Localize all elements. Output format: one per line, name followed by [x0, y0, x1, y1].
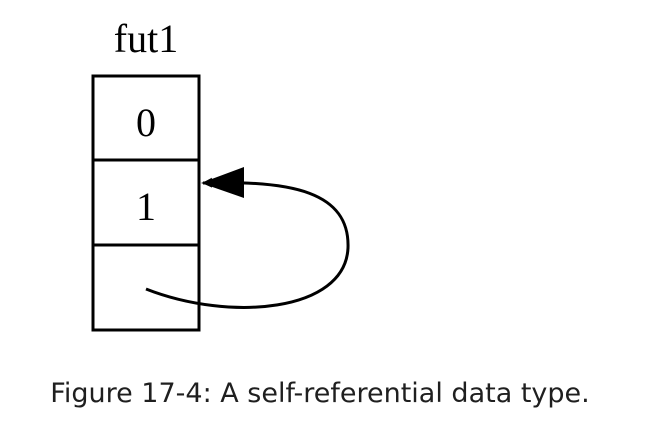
- struct-title: fut1: [114, 16, 178, 61]
- figure-caption: Figure 17-4: A self-referential data typ…: [50, 378, 589, 409]
- arrowhead-icon: [201, 167, 244, 198]
- self-reference-arrow: [145, 177, 350, 309]
- cell-2: [91, 243, 201, 332]
- cell-1-label: 1: [136, 184, 156, 229]
- cell-1: [91, 158, 201, 247]
- struct-box: [91, 74, 201, 332]
- cell-0: [91, 74, 201, 162]
- cell-0-label: 0: [136, 100, 156, 145]
